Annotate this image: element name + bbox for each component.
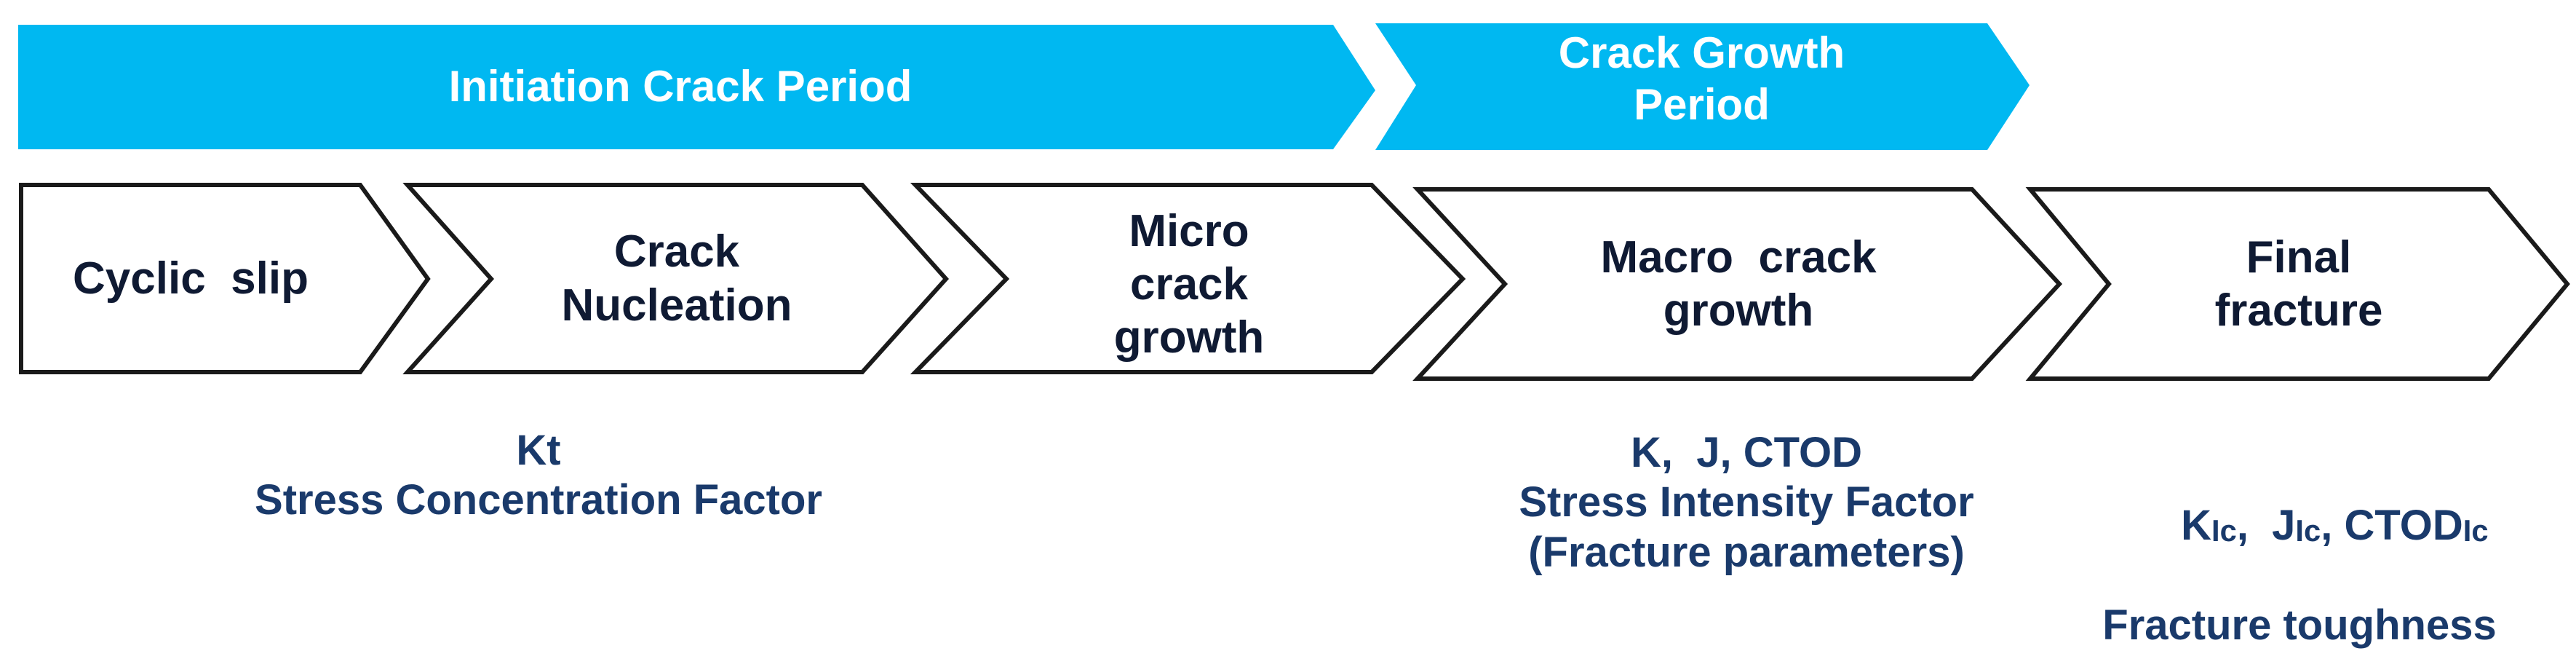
stress-concentration-factor-label: Stress Concentration Factor — [255, 476, 822, 524]
diagram-shapes — [18, 23, 2570, 381]
fracture-toughness-label: Fracture toughness — [2102, 601, 2497, 650]
crack-growth-period-line-2: Period — [1634, 79, 1770, 129]
k-ic-symbol: KIc — [2181, 502, 2237, 550]
step-final-fracture-line-1: Final — [2246, 232, 2352, 283]
step-label-crack-nucleation: Crack Nucleation — [491, 185, 862, 372]
step-crack-nucleation-line-1: Crack — [613, 226, 740, 277]
macro-parameters: K, J, CTOD Stress Intensity Factor (Frac… — [1383, 428, 2110, 577]
step-chevron-final-fracture — [2025, 187, 2570, 381]
initiation-period-banner — [18, 25, 1375, 149]
initiation-period-label: Initiation Crack Period — [18, 61, 1343, 113]
stress-intensity-factor-label: Stress Intensity Factor — [1519, 478, 1974, 526]
k-j-ctod-symbols: K, J, CTOD — [1631, 429, 1862, 476]
j-ic-separator: , — [2321, 502, 2345, 550]
final-parameters: KIc, JIc, CTODIc Fracture toughness — [2023, 451, 2576, 651]
initiation-parameters: Kt Stress Concentration Factor — [175, 426, 902, 526]
step-micro-crack-growth-line-3: growth — [1113, 312, 1265, 363]
step-micro-crack-growth-line-2: crack — [1129, 259, 1249, 309]
step-chevron-cyclic-slip — [19, 183, 431, 374]
step-cyclic-slip-line-1: Cyclic slip — [73, 253, 309, 304]
step-label-micro-crack-growth: Micro crack growth — [1006, 191, 1372, 378]
step-crack-nucleation-line-2: Nucleation — [561, 280, 792, 331]
crack-growth-period-line-1: Crack Growth — [1558, 28, 1845, 77]
step-macro-crack-growth-line-2: growth — [1663, 285, 1814, 336]
step-label-final-fracture: Final fracture — [2109, 189, 2489, 379]
crack-growth-period-label: Crack Growth Period — [1416, 28, 1987, 131]
step-micro-crack-growth-line-1: Micro — [1129, 205, 1249, 256]
step-macro-crack-growth-line-1: Macro crack — [1600, 232, 1877, 283]
initiation-period-text: Initiation Crack Period — [448, 62, 913, 111]
step-final-fracture-line-2: fracture — [2214, 285, 2383, 336]
fatigue-phases-diagram: Initiation Crack Period Crack Growth Per… — [18, 23, 2570, 649]
step-chevron-micro-crack-growth — [910, 183, 1466, 374]
ctod-ic-symbol: CTODIc — [2344, 502, 2489, 550]
kt-symbol: Kt — [516, 427, 561, 474]
k-ic-separator: , — [2236, 502, 2273, 550]
step-chevron-crack-nucleation — [402, 183, 950, 374]
fracture-parameters-note: (Fracture parameters) — [1528, 528, 1965, 576]
j-ic-symbol: JIc — [2272, 502, 2321, 550]
step-chevron-macro-crack-growth — [1412, 187, 2063, 381]
step-label-cyclic-slip: Cyclic slip — [21, 185, 360, 372]
fracture-toughness-symbols: KIc, JIc, CTODIc — [2023, 451, 2576, 601]
crack-growth-period-banner — [1375, 23, 2030, 150]
step-label-macro-crack-growth: Macro crack growth — [1505, 189, 1972, 379]
